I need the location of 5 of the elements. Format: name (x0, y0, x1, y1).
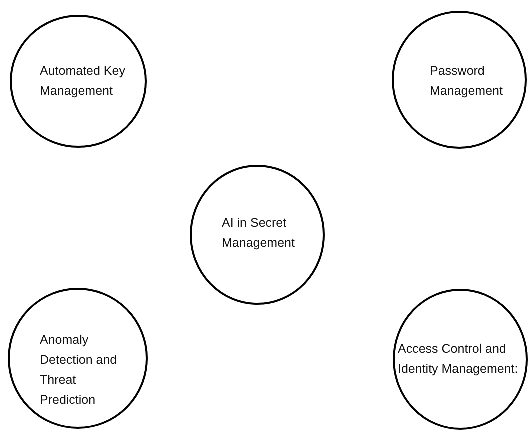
node-label: AI in Secret Management (222, 215, 296, 252)
node-label: Anomaly Detection and Threat Prediction (40, 332, 118, 409)
node-label: Automated Key Management (40, 63, 126, 100)
node-label: Password Management (430, 63, 504, 100)
node-label: Access Control and Identity Management: (398, 341, 520, 378)
